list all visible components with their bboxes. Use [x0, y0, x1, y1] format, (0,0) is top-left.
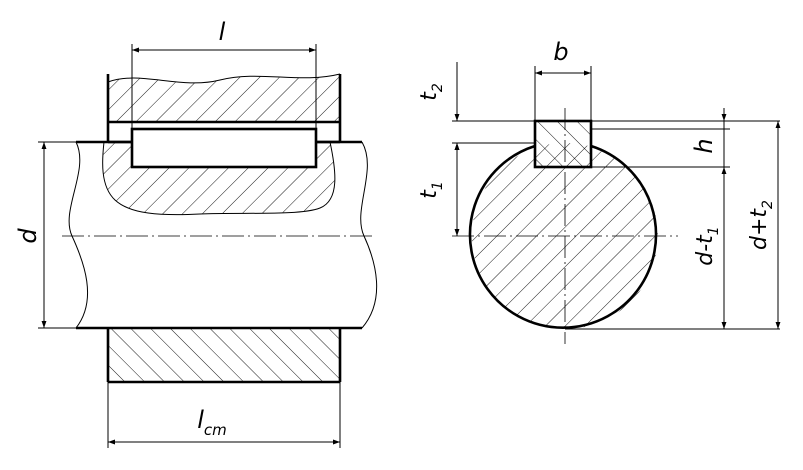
shaft-groove-depth-label: t1 [417, 181, 446, 199]
diff-label: d-t1 [693, 226, 722, 265]
key-length-label: l [219, 18, 226, 46]
shaft-local-break [102, 141, 336, 216]
key-height-label: h [690, 138, 718, 153]
hub-groove-depth-label: t2 [417, 83, 446, 101]
key-width-label: b [553, 38, 568, 66]
upper-hub-section [108, 74, 340, 122]
hub-length-label: lcm [197, 406, 227, 439]
shaft-left-break [68, 141, 89, 329]
cross-section-view: b t2 t1 h d-t1 d+t2 [417, 38, 781, 344]
side-view: l d lcm [14, 18, 378, 448]
key [130, 127, 318, 169]
sum-label: d+t2 [747, 200, 776, 250]
shaft-right-break [360, 141, 378, 329]
lower-hub-section [108, 328, 340, 382]
shaft-section-outline [468, 144, 658, 329]
upper-hub-break-line [107, 73, 341, 84]
key-section [535, 121, 591, 167]
diameter-label: d [14, 228, 42, 244]
